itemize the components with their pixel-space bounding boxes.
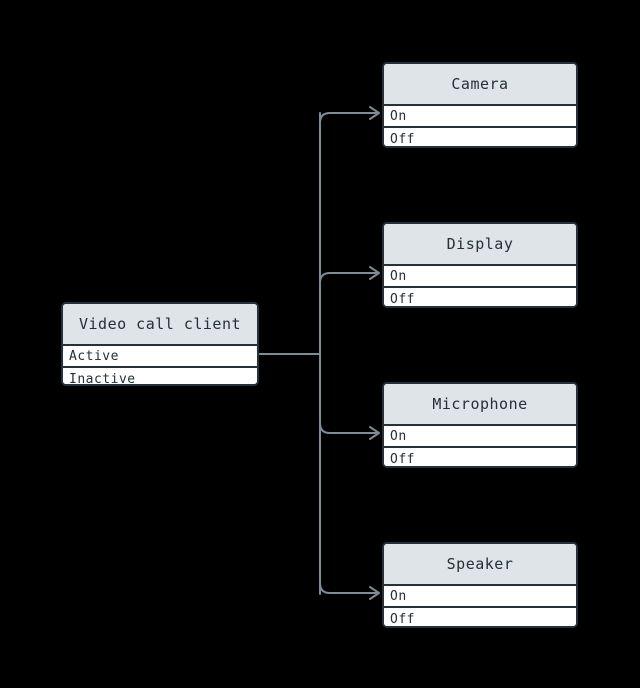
arrowhead-speaker-icon [369, 586, 380, 600]
arrowhead-microphone-icon [369, 426, 380, 440]
node-microphone-state-on[interactable]: On [384, 426, 576, 448]
node-speaker-state-off[interactable]: Off [384, 608, 576, 626]
node-video-call-client-title: Video call client [63, 304, 257, 346]
edge-branch-display [319, 272, 377, 284]
node-video-call-client-state-inactive[interactable]: Inactive [63, 368, 257, 384]
node-display-state-on[interactable]: On [384, 266, 576, 288]
edge-branch-speaker [319, 582, 377, 594]
node-camera-title: Camera [384, 64, 576, 106]
node-speaker[interactable]: Speaker On Off [382, 542, 578, 628]
node-camera[interactable]: Camera On Off [382, 62, 578, 148]
node-camera-state-on[interactable]: On [384, 106, 576, 128]
edge-branch-camera [319, 112, 377, 124]
node-video-call-client[interactable]: Video call client Active Inactive [61, 302, 259, 386]
node-display-title: Display [384, 224, 576, 266]
node-display[interactable]: Display On Off [382, 222, 578, 308]
node-microphone-state-off[interactable]: Off [384, 448, 576, 466]
node-display-state-off[interactable]: Off [384, 288, 576, 306]
arrowhead-camera-icon [369, 106, 380, 120]
edge-branch-microphone [319, 422, 377, 434]
node-camera-state-off[interactable]: Off [384, 128, 576, 146]
node-speaker-state-on[interactable]: On [384, 586, 576, 608]
node-speaker-title: Speaker [384, 544, 576, 586]
arrowhead-display-icon [369, 266, 380, 280]
node-microphone[interactable]: Microphone On Off [382, 382, 578, 468]
node-video-call-client-state-active[interactable]: Active [63, 346, 257, 368]
node-microphone-title: Microphone [384, 384, 576, 426]
